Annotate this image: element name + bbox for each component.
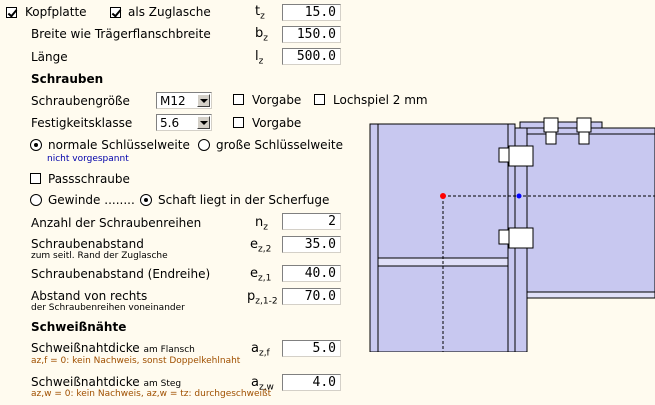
schaft-radio[interactable]	[140, 194, 152, 206]
flansch-label: Schweißnahtdicke am Flansch	[31, 341, 195, 355]
flansch-note: az,f = 0: kein Nachweis, sonst Doppelkeh…	[31, 356, 241, 366]
schraubengroesse-value: M12	[160, 94, 186, 108]
t-symbol: tz	[255, 4, 265, 22]
festigkeit-label: Festigkeitsklasse	[31, 116, 133, 130]
grosse-schluesselweite-radio[interactable]	[198, 139, 210, 151]
vorgabe-festigkeit-label: Vorgabe	[252, 116, 302, 130]
n-symbol: nz	[255, 215, 268, 233]
abstand-end-label: Schraubenabstand (Endreihe)	[31, 267, 211, 281]
chevron-down-icon[interactable]	[197, 94, 210, 107]
zuglasche-label: als Zuglasche	[128, 5, 211, 19]
chevron-down-icon[interactable]	[197, 116, 210, 129]
abstand-rechts-label: Abstand von rechts	[31, 289, 148, 303]
schaft-label: Schaft liegt in der Scherfuge	[158, 193, 330, 207]
schrauben-heading: Schrauben	[31, 72, 104, 86]
l-symbol: lz	[255, 49, 264, 67]
flansch-field[interactable]: 5.0	[282, 340, 341, 357]
anzahl-field[interactable]: 2	[282, 213, 341, 230]
e1-symbol: ez,1	[250, 266, 272, 284]
laenge-label: Länge	[31, 50, 68, 64]
vorgabe-groesse-checkbox[interactable]	[233, 94, 244, 105]
breite-field[interactable]: 150.0	[282, 26, 341, 43]
abstand-note: zum seitl. Rand der Zuglasche	[31, 251, 168, 261]
schraubengroesse-select[interactable]: M12	[156, 92, 212, 109]
abstand-label: Schraubenabstand	[31, 237, 144, 251]
passschraube-checkbox[interactable]	[30, 173, 41, 184]
b-symbol: bz	[255, 26, 268, 44]
schweissnaehte-heading: Schweißnähte	[31, 320, 127, 334]
vorgabe-groesse-label: Vorgabe	[252, 93, 302, 107]
kopfplatte-label: Kopfplatte	[25, 5, 87, 19]
lochspiel-checkbox[interactable]	[314, 94, 325, 105]
p-symbol: pz,1-2	[247, 289, 278, 307]
aw-symbol: az,w	[251, 375, 274, 393]
breite-label: Breite wie Trägerflanschbreite	[31, 27, 211, 41]
abstand-rechts-note: der Schraubenreihen voneinander	[31, 303, 185, 313]
normale-schluesselweite-radio[interactable]	[30, 139, 42, 151]
vorgabe-festigkeit-checkbox[interactable]	[233, 117, 244, 128]
festigkeit-select[interactable]: 5.6	[156, 114, 212, 131]
steg-note: az,w = 0: kein Nachweis, az,w = tz: durc…	[31, 389, 272, 399]
af-symbol: az,f	[251, 341, 270, 359]
anzahl-label: Anzahl der Schraubenreihen	[31, 216, 202, 230]
abstand-field[interactable]: 35.0	[282, 236, 341, 253]
steg-label: Schweißnahtdicke am Steg	[31, 375, 182, 389]
nicht-vorgespannt-note: nicht vorgespannt	[47, 154, 129, 164]
grosse-schluesselweite-label: große Schlüsselweite	[216, 138, 343, 152]
connection-drawing	[369, 117, 655, 352]
kopfplatte-checkbox[interactable]	[6, 7, 17, 18]
gewinde-label: Gewinde ........	[48, 193, 135, 207]
abstand-end-field[interactable]: 40.0	[282, 265, 341, 282]
festigkeit-value: 5.6	[160, 116, 180, 130]
e2-symbol: ez,2	[250, 237, 272, 255]
passschraube-label: Passschraube	[48, 172, 130, 186]
normale-schluesselweite-label: normale Schlüsselweite	[48, 138, 190, 152]
zuglasche-checkbox[interactable]	[110, 7, 121, 18]
schraubengroesse-label: Schraubengröße	[31, 94, 130, 108]
t-field[interactable]: 15.0	[282, 4, 341, 21]
laenge-field[interactable]: 500.0	[282, 48, 341, 65]
lochspiel-label: Lochspiel 2 mm	[333, 93, 428, 107]
abstand-rechts-field[interactable]: 70.0	[282, 288, 341, 305]
steg-field[interactable]: 4.0	[282, 374, 341, 391]
gewinde-radio[interactable]	[30, 194, 42, 206]
